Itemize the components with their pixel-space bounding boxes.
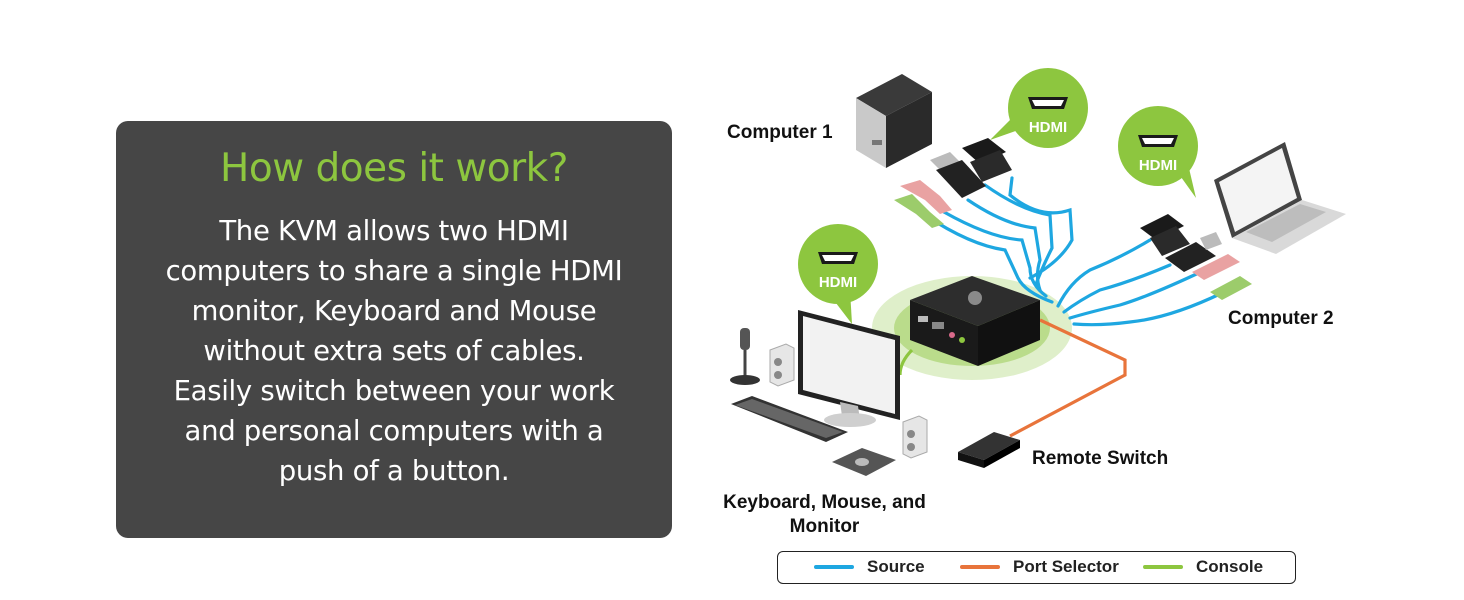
hdmi-badge-label: HDMI xyxy=(1139,157,1177,174)
hdmi-badge-monitor: HDMI xyxy=(798,224,878,324)
hdmi-badge-computer1: HDMI xyxy=(990,68,1088,148)
description-line: The KVM allows two HDMI xyxy=(219,215,569,247)
keyboard xyxy=(731,396,848,442)
legend-label-console: Console xyxy=(1196,557,1264,576)
info-panel: How does it work? The KVM allows two HDM… xyxy=(116,121,672,538)
computer1-label: Computer 1 xyxy=(727,122,833,143)
description-line: monitor, Keyboard and Mouse xyxy=(191,295,597,327)
hdmi-badge-label: HDMI xyxy=(1029,119,1067,136)
legend-swatch-console xyxy=(1143,565,1183,569)
legend-swatch-port-selector xyxy=(960,565,1000,569)
speaker-left xyxy=(769,343,795,387)
hdmi-badge-computer2: HDMI xyxy=(1118,106,1198,198)
computer2-connectors xyxy=(1140,214,1252,300)
legend-swatch-source xyxy=(814,565,854,569)
computer1-tower xyxy=(856,74,932,168)
kvm-switch xyxy=(910,276,1040,366)
console-label: Keyboard, Mouse, and Monitor xyxy=(702,491,947,539)
remote-switch xyxy=(958,432,1020,468)
console-label-line1: Keyboard, Mouse, and xyxy=(723,492,926,513)
computer2-label: Computer 2 xyxy=(1228,308,1334,329)
panel-title: How does it work? xyxy=(220,146,568,191)
laptop xyxy=(1214,142,1346,254)
remote-switch-label: Remote Switch xyxy=(1032,448,1169,469)
panel-description: The KVM allows two HDMI computers to sha… xyxy=(136,211,652,491)
description-line: and personal computers with a xyxy=(184,415,604,447)
legend-item-console: Console xyxy=(1143,552,1263,582)
description-line: Easily switch between your work xyxy=(173,375,615,407)
source-cables xyxy=(923,176,1224,327)
console-cable xyxy=(898,348,914,376)
console-label-line2: Monitor xyxy=(789,516,860,537)
legend-label-port-selector: Port Selector xyxy=(1013,557,1119,576)
legend: Source Port Selector Console xyxy=(777,551,1296,584)
hdmi-badge-label: HDMI xyxy=(819,274,857,291)
description-line: computers to share a single HDMI xyxy=(165,255,623,287)
monitor xyxy=(798,310,900,427)
selector-cable xyxy=(1009,318,1127,438)
speaker-right xyxy=(902,415,928,459)
microphone xyxy=(730,328,760,385)
mouse xyxy=(832,448,896,476)
legend-item-source: Source xyxy=(814,552,925,582)
computer1-connectors xyxy=(894,138,1012,228)
legend-item-port-selector: Port Selector xyxy=(960,552,1119,582)
description-line: without extra sets of cables. xyxy=(203,335,585,367)
legend-label-source: Source xyxy=(867,557,925,576)
description-line: push of a button. xyxy=(278,455,510,487)
